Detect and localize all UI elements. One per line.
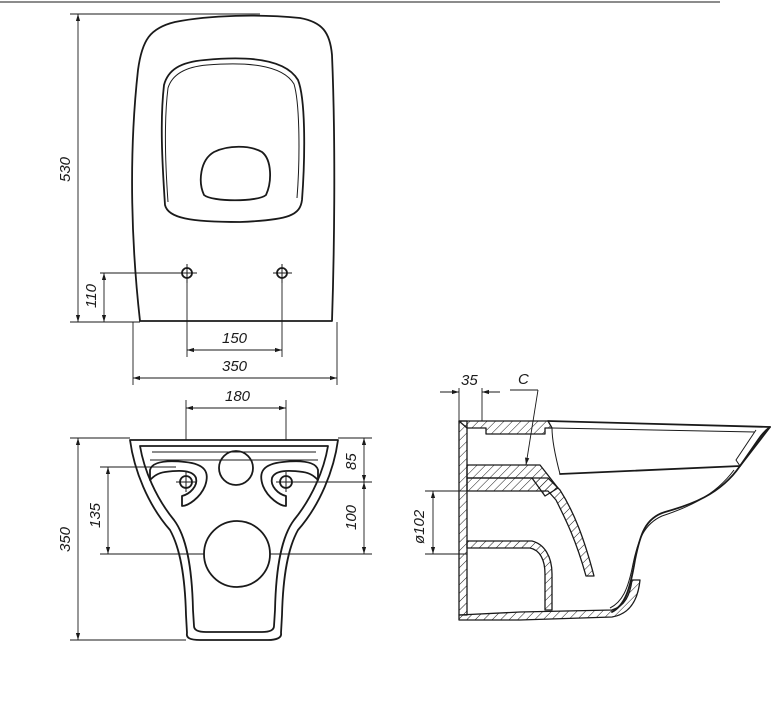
dim-side-wall: 35 [461, 372, 478, 389]
back-view-hole-left [176, 472, 196, 492]
dim-front-height-total: 350 [57, 526, 74, 552]
side-outlet-wall [466, 540, 553, 611]
top-view: 530 110 150 350 [57, 13, 338, 385]
back-view: 180 350 135 85 100 [57, 388, 372, 641]
back-view-bracket-left [149, 460, 208, 507]
side-inlet-wall [466, 477, 595, 577]
back-view-bracket-right [260, 460, 319, 507]
back-view-inner [139, 445, 329, 633]
dim-top-width: 350 [222, 358, 248, 375]
dim-top-hole-height: 110 [83, 283, 100, 308]
side-bowl-top [547, 420, 771, 475]
dim-side-diameter: ø102 [411, 509, 428, 544]
top-view-hole-left [178, 264, 197, 283]
back-view-outline [129, 439, 339, 641]
top-view-inner-seat-edge [164, 63, 300, 203]
back-view-hole-right [276, 472, 296, 492]
back-view-water-inlet [218, 450, 254, 486]
label-c: C [518, 371, 529, 388]
dim-top-height: 530 [57, 156, 74, 182]
dim-front-hole-spacing: 180 [225, 388, 251, 405]
dim-front-height-85: 85 [343, 453, 360, 470]
side-section-view: 35 C ø102 [411, 371, 771, 621]
dim-front-height-100: 100 [343, 504, 360, 530]
side-top-rim [458, 420, 553, 435]
side-back-wall [458, 420, 468, 616]
top-view-hole-right [273, 264, 292, 283]
dim-top-hole-spacing: 150 [222, 330, 248, 347]
dim-front-height-135: 135 [87, 502, 104, 528]
top-view-bowl-opening [199, 145, 271, 202]
back-view-waste-outlet [203, 520, 271, 588]
top-view-outline [131, 14, 336, 322]
top-view-inner-seat [160, 57, 306, 223]
